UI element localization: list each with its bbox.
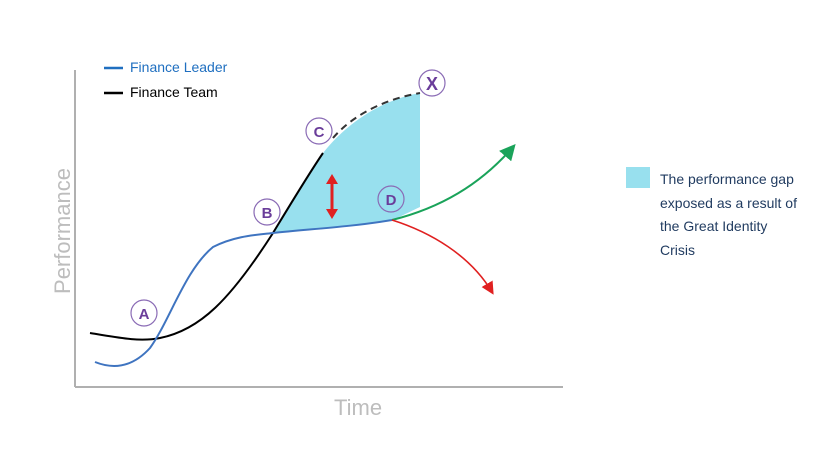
legend-finance-leader: Finance Leader [130, 59, 228, 75]
point-x: X [418, 69, 446, 97]
point-c: C [305, 117, 333, 145]
point-a: A [130, 299, 158, 327]
svg-text:D: D [386, 192, 397, 209]
y-axis-label: Performance [50, 168, 75, 294]
x-axis-label: Time [334, 395, 383, 420]
svg-text:A: A [139, 306, 150, 323]
svg-text:C: C [314, 124, 325, 141]
decline-arrow [391, 219, 494, 295]
performance-gap-area [273, 93, 420, 233]
finance-leader-curve [94, 219, 393, 367]
svg-text:X: X [426, 74, 438, 94]
svg-text:B: B [262, 205, 273, 222]
gap-legend-text: The performance gap exposed as a result … [660, 171, 797, 258]
finance-team-curve [89, 152, 324, 341]
point-d: D [377, 185, 405, 213]
gap-legend-swatch [626, 167, 650, 188]
finance-team-projection [332, 92, 421, 139]
point-b: B [253, 198, 281, 226]
gap-double-arrow [326, 174, 338, 219]
legend-finance-team: Finance Team [130, 84, 218, 100]
growth-arrow [391, 143, 516, 221]
